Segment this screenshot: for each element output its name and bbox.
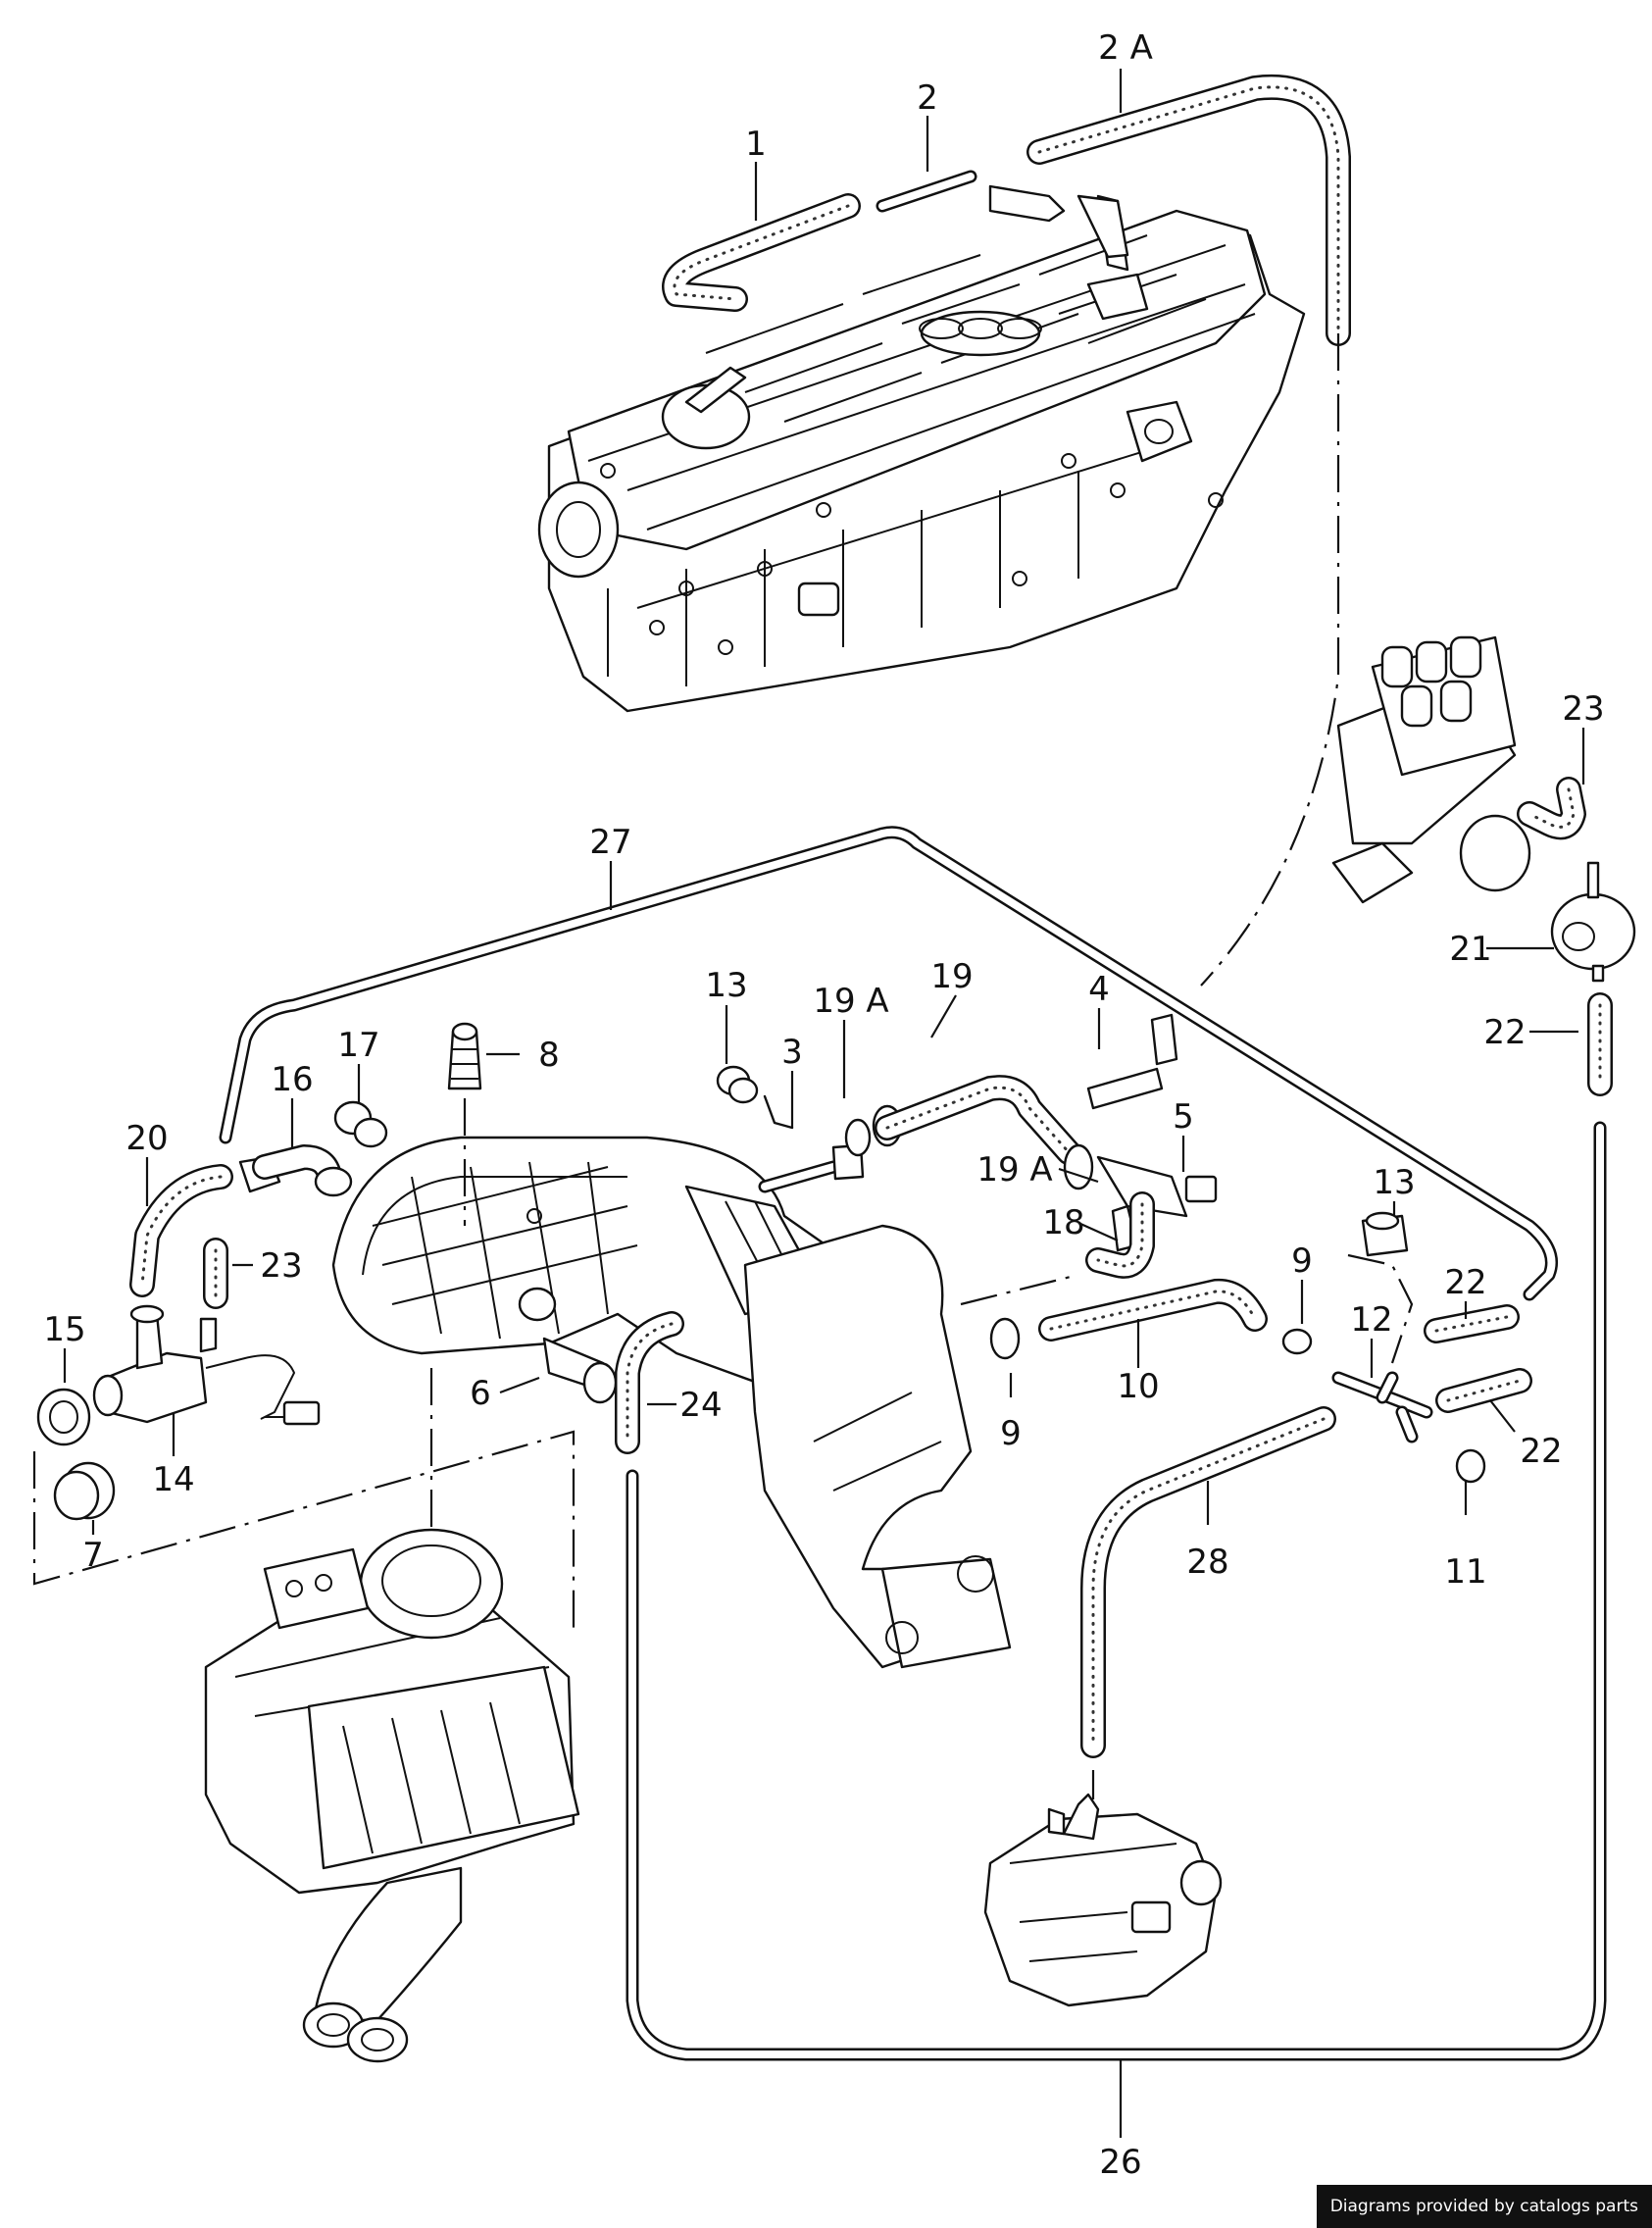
cap-13-right-illustration: [1361, 1211, 1409, 1257]
hose-22-upper-illustration: [1424, 1304, 1520, 1343]
hose-1-illustration: [662, 193, 861, 312]
callout-23-left: 23: [260, 1246, 302, 1286]
callout-4: 4: [1088, 970, 1110, 1009]
connector-8-illustration: [447, 1022, 482, 1090]
cap-7-illustration: [53, 1461, 116, 1521]
fitting-4-illustration: [1086, 1013, 1178, 1110]
callout-1: 1: [745, 125, 767, 164]
credit-badge: Diagrams provided by catalogs parts: [1316, 2185, 1652, 2228]
callout-13-top: 13: [705, 966, 747, 1005]
callout-18: 18: [1042, 1203, 1084, 1242]
callout-leaders: [63, 69, 1585, 2138]
distributor-illustration: [1331, 635, 1531, 904]
valve-21-illustration: [1550, 861, 1636, 983]
callout-10: 10: [1117, 1367, 1159, 1406]
callout-6: 6: [470, 1374, 491, 1413]
callout-22-lower: 22: [1520, 1432, 1562, 1471]
hose-10-illustration: [1038, 1278, 1268, 1342]
callout-19A-top: 19 A: [813, 982, 888, 1021]
valve-14-illustration: [92, 1304, 321, 1426]
callout-19A-bottom: 19 A: [976, 1150, 1052, 1190]
hose-20-illustration: [129, 1164, 233, 1297]
guide-line-12: [1347, 1253, 1414, 1364]
hose-22-lower-illustration: [1435, 1368, 1532, 1413]
t-piece-3-illustration: [758, 1094, 865, 1193]
callout-26: 26: [1099, 2143, 1141, 2182]
t-piece-12-illustration: [1331, 1371, 1433, 1443]
callout-21: 21: [1449, 930, 1491, 969]
callout-27: 27: [589, 823, 631, 862]
callout-7: 7: [82, 1536, 104, 1575]
hose-18-illustration: [1085, 1191, 1155, 1279]
callout-9-right: 9: [1291, 1241, 1313, 1281]
clamp-9-right-illustration: [1281, 1328, 1313, 1355]
callout-5: 5: [1173, 1097, 1194, 1137]
callout-2A: 2 A: [1098, 28, 1153, 68]
clamp-9-left-illustration: [989, 1317, 1021, 1360]
callout-17: 17: [337, 1026, 379, 1065]
vacuum-line-27-illustration: [219, 826, 1558, 1301]
vacuum-line-26-illustration: [626, 1121, 1607, 2061]
callout-12: 12: [1350, 1300, 1392, 1340]
callout-23-top: 23: [1562, 689, 1604, 729]
callout-9-left: 9: [1000, 1414, 1022, 1453]
hose-28-illustration: [1080, 1406, 1336, 1758]
callout-3: 3: [781, 1033, 803, 1072]
cylinder-head-illustration: [537, 194, 1306, 713]
connector-2-illustration: [876, 170, 1129, 259]
cap-15-illustration: [36, 1388, 91, 1446]
hose-2A-illustration: [1026, 74, 1351, 346]
callout-labels: 1 2 2 A 23 27 21 22 13 19 A 19 4 3 17 8 …: [43, 28, 1604, 2182]
hose-24-illustration: [615, 1311, 684, 1454]
hose-23-top-illustration: [1517, 777, 1586, 840]
guide-bracket-left: [32, 1430, 576, 1628]
cap-17-illustration: [333, 1100, 388, 1148]
callout-14: 14: [152, 1460, 194, 1499]
callout-24: 24: [679, 1386, 722, 1425]
callout-15: 15: [43, 1310, 85, 1349]
hose-16-illustration: [238, 1144, 353, 1197]
connector-6-illustration: [518, 1287, 618, 1404]
callout-13-right: 13: [1373, 1163, 1415, 1202]
callout-20: 20: [125, 1119, 168, 1158]
intake-manifold-illustration: [331, 1136, 1012, 1669]
callout-22-upper: 22: [1444, 1263, 1486, 1302]
callout-8: 8: [538, 1036, 560, 1075]
callout-11: 11: [1444, 1552, 1486, 1592]
air-flow-meter-illustration: [204, 1528, 580, 2063]
callout-28: 28: [1186, 1543, 1228, 1582]
cap-13-top-illustration: [716, 1065, 759, 1104]
hose-19-illustration: [875, 1075, 1081, 1165]
callout-19: 19: [930, 957, 973, 996]
guide-line-10: [960, 1273, 1079, 1306]
guide-line-2A: [1200, 333, 1340, 987]
cap-11-illustration: [1455, 1448, 1486, 1484]
callout-16: 16: [271, 1060, 313, 1099]
control-valve-illustration: [983, 1793, 1223, 2007]
callout-22-right: 22: [1483, 1013, 1526, 1052]
callout-2: 2: [917, 78, 938, 118]
